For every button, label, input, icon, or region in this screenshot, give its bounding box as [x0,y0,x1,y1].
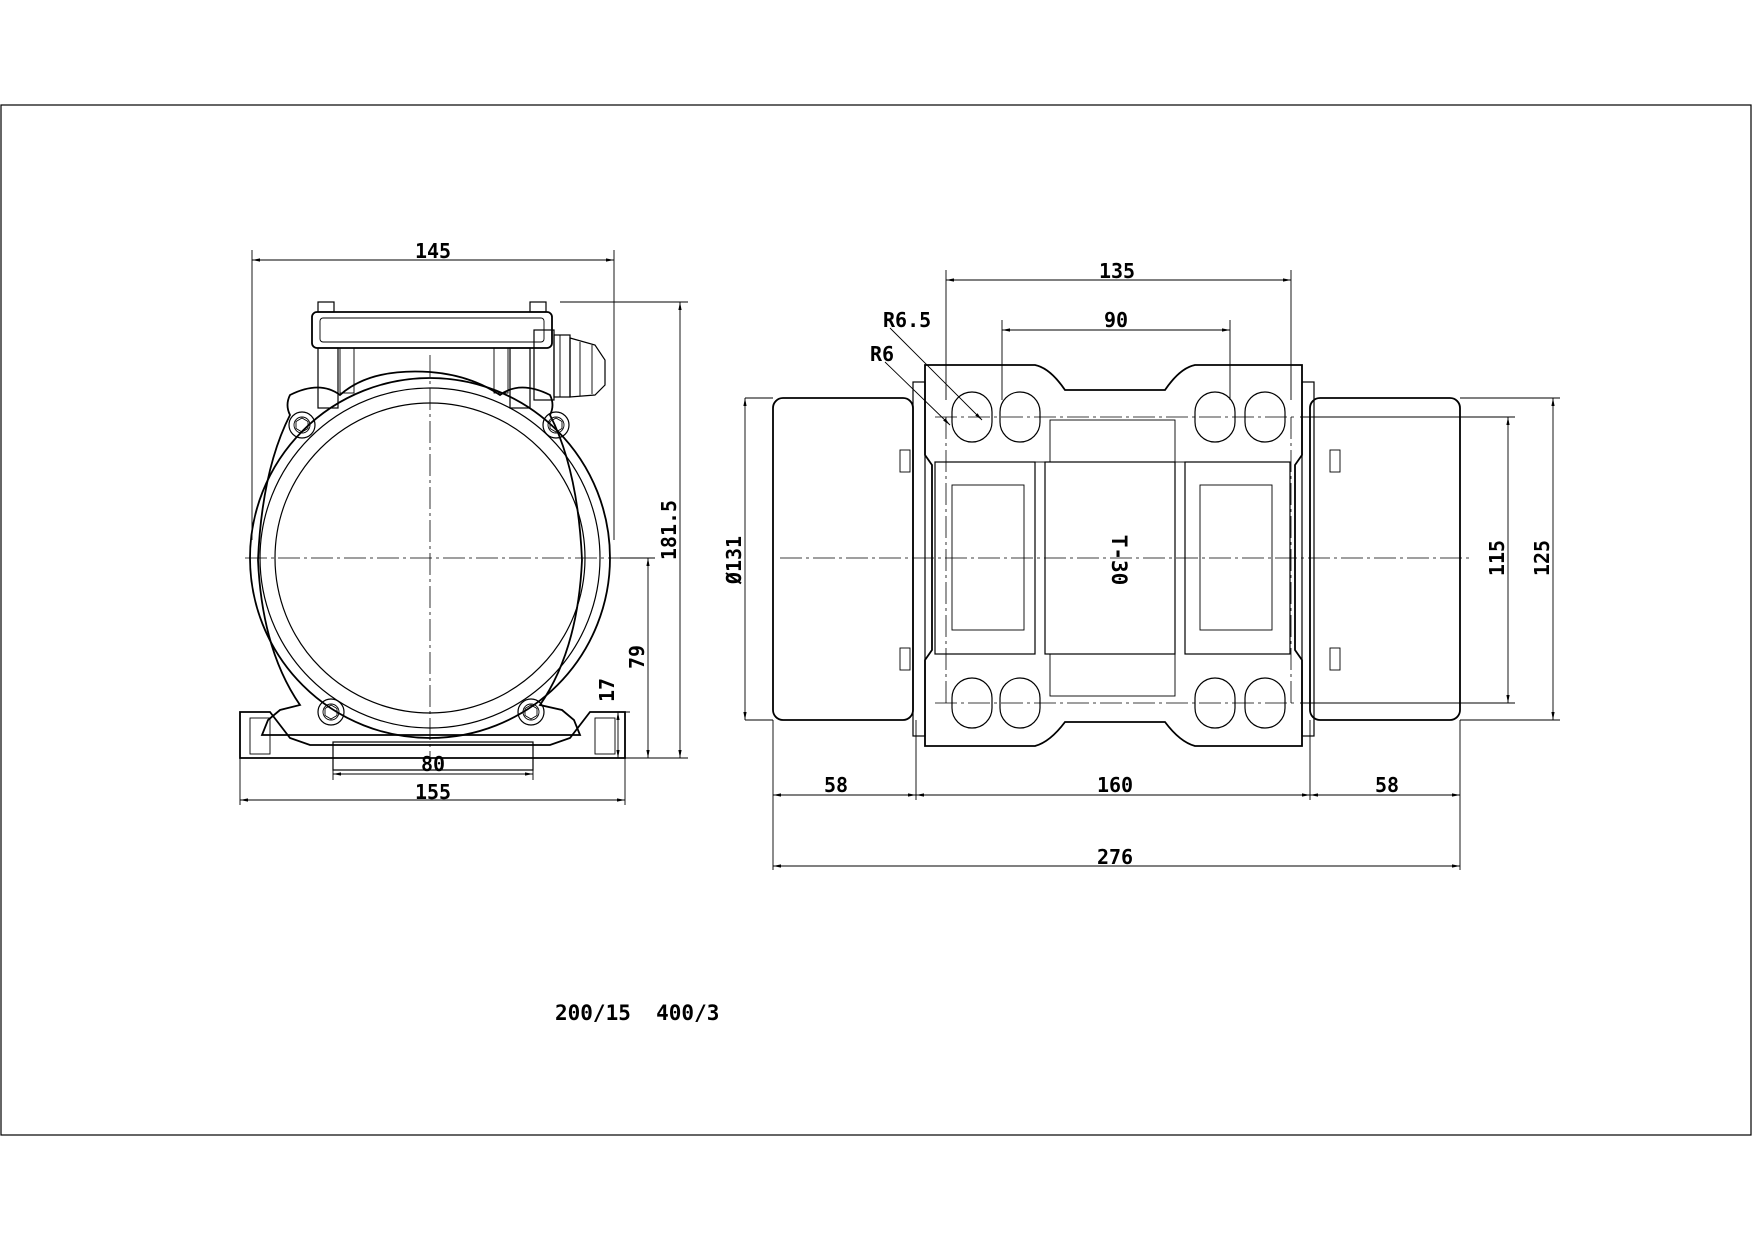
front-base [239,711,626,759]
front-view [239,301,626,771]
dim-slot-radius-inner: R6 [870,342,894,366]
dim-center-height: 79 [625,645,649,669]
dim-foot-height: 125 [1530,540,1554,576]
bolt-icon [542,411,570,439]
side-view [772,364,1470,747]
dim-body-length: 160 [1097,773,1133,797]
dimension-labels: 145 155 80 181.5 79 17 135 90 R6.5 R6 Ø1… [415,239,1554,1025]
terminal-box-cover [311,311,553,349]
dim-right-cap-length: 58 [1375,773,1399,797]
dim-base-width: 155 [415,780,451,804]
drawing-frame [0,104,1752,1136]
dim-inner-hole-spacing: 90 [1104,308,1128,332]
dim-overall-width: 145 [415,239,451,263]
right-end-cap [1309,397,1461,721]
cable-gland [533,329,606,401]
side-body-outline [924,364,1303,747]
dim-slot-radius-outer: R6.5 [883,308,931,332]
bolt-icon [517,698,545,726]
dim-hole-vertical-spacing: 115 [1485,540,1509,576]
dim-overall-length: 276 [1097,845,1133,869]
side-view-dimensions [743,270,1560,870]
dim-base-height: 17 [595,678,619,702]
bolt-icon [288,411,316,439]
footer-note: 200/15 400/3 [555,1001,719,1025]
dim-outer-hole-spacing: 135 [1099,259,1135,283]
dim-total-height: 181.5 [657,500,681,560]
left-end-cap [772,397,914,721]
dim-left-cap-length: 58 [824,773,848,797]
bolt-icon [317,698,345,726]
side-view-model-label: T-30 [1107,535,1131,586]
front-view-dimensions [239,250,688,805]
dim-cap-diameter: Ø131 [722,536,746,585]
dim-slot-width: 80 [421,752,445,776]
